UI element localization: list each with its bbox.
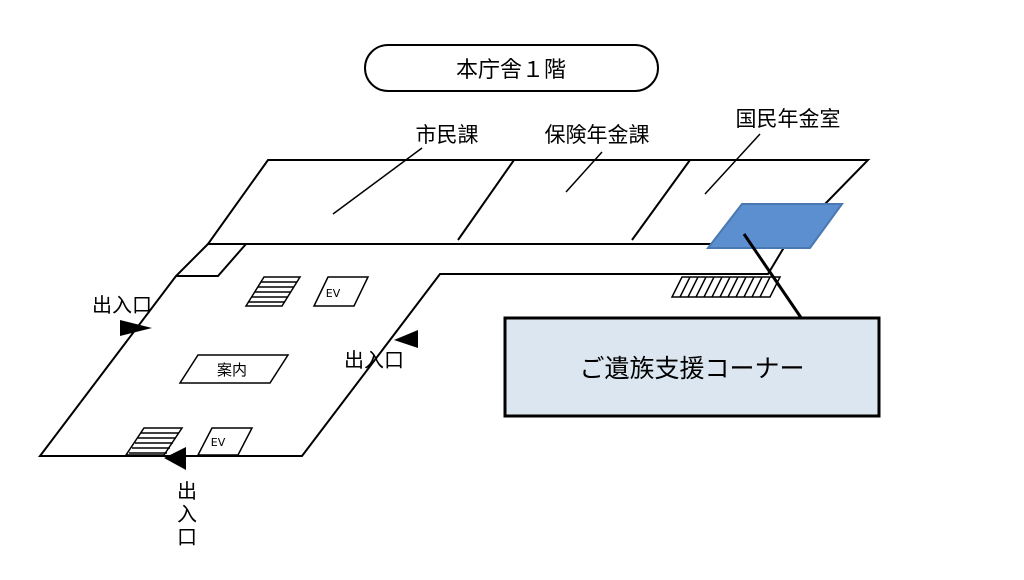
entrance-left-label: 出入口 <box>92 293 152 317</box>
pointer-kokumin <box>704 133 761 195</box>
elevator-lower-box <box>196 427 254 456</box>
stairs-right <box>670 276 782 298</box>
stairs-lower <box>124 427 184 456</box>
elevator-lower: EV <box>196 427 254 456</box>
stairs-lower-outline <box>124 427 184 456</box>
lobby-area <box>37 243 787 457</box>
entrance-bottom-arrow <box>164 447 186 470</box>
entrance-middle-label: 出入口 <box>344 348 404 372</box>
entrance-bottom-char-1: 出 <box>177 479 197 503</box>
reception-label: 案内 <box>217 361 247 379</box>
pointer-shimin <box>332 147 423 215</box>
support-corner-box <box>503 316 881 418</box>
elevator-upper-label: EV <box>326 287 341 300</box>
elevator-lower-label: EV <box>211 436 226 449</box>
corner-room <box>176 243 247 277</box>
pointer-hoken <box>565 151 603 193</box>
elevator-upper-box <box>312 276 370 307</box>
highlighted-room <box>705 203 844 249</box>
entrance-middle-arrow <box>394 330 418 348</box>
room-label-hoken: 保険年金課 <box>545 123 650 147</box>
reception: 案内 <box>178 354 290 384</box>
corner-connector <box>742 233 806 323</box>
entrance-left-arrow <box>120 320 152 336</box>
entrance-bottom-char-3: 口 <box>177 525 197 549</box>
title-banner: 本庁舎１階 <box>364 44 659 92</box>
support-corner-label: ご遺族支援コーナー <box>579 354 804 383</box>
title-pill <box>364 44 659 92</box>
stairs-upper <box>244 276 302 307</box>
partition-1 <box>457 159 515 241</box>
support-corner: ご遺族支援コーナー <box>503 316 881 418</box>
room-label-kokumin: 国民年金室 <box>736 107 841 131</box>
room-label-shimin: 市民課 <box>416 123 479 147</box>
elevator-upper: EV <box>312 276 370 307</box>
partition-2 <box>631 159 691 241</box>
floor-title: 本庁舎１階 <box>456 58 566 83</box>
entrance-bottom-char-2: 入 <box>177 502 197 526</box>
reception-box <box>178 354 290 384</box>
